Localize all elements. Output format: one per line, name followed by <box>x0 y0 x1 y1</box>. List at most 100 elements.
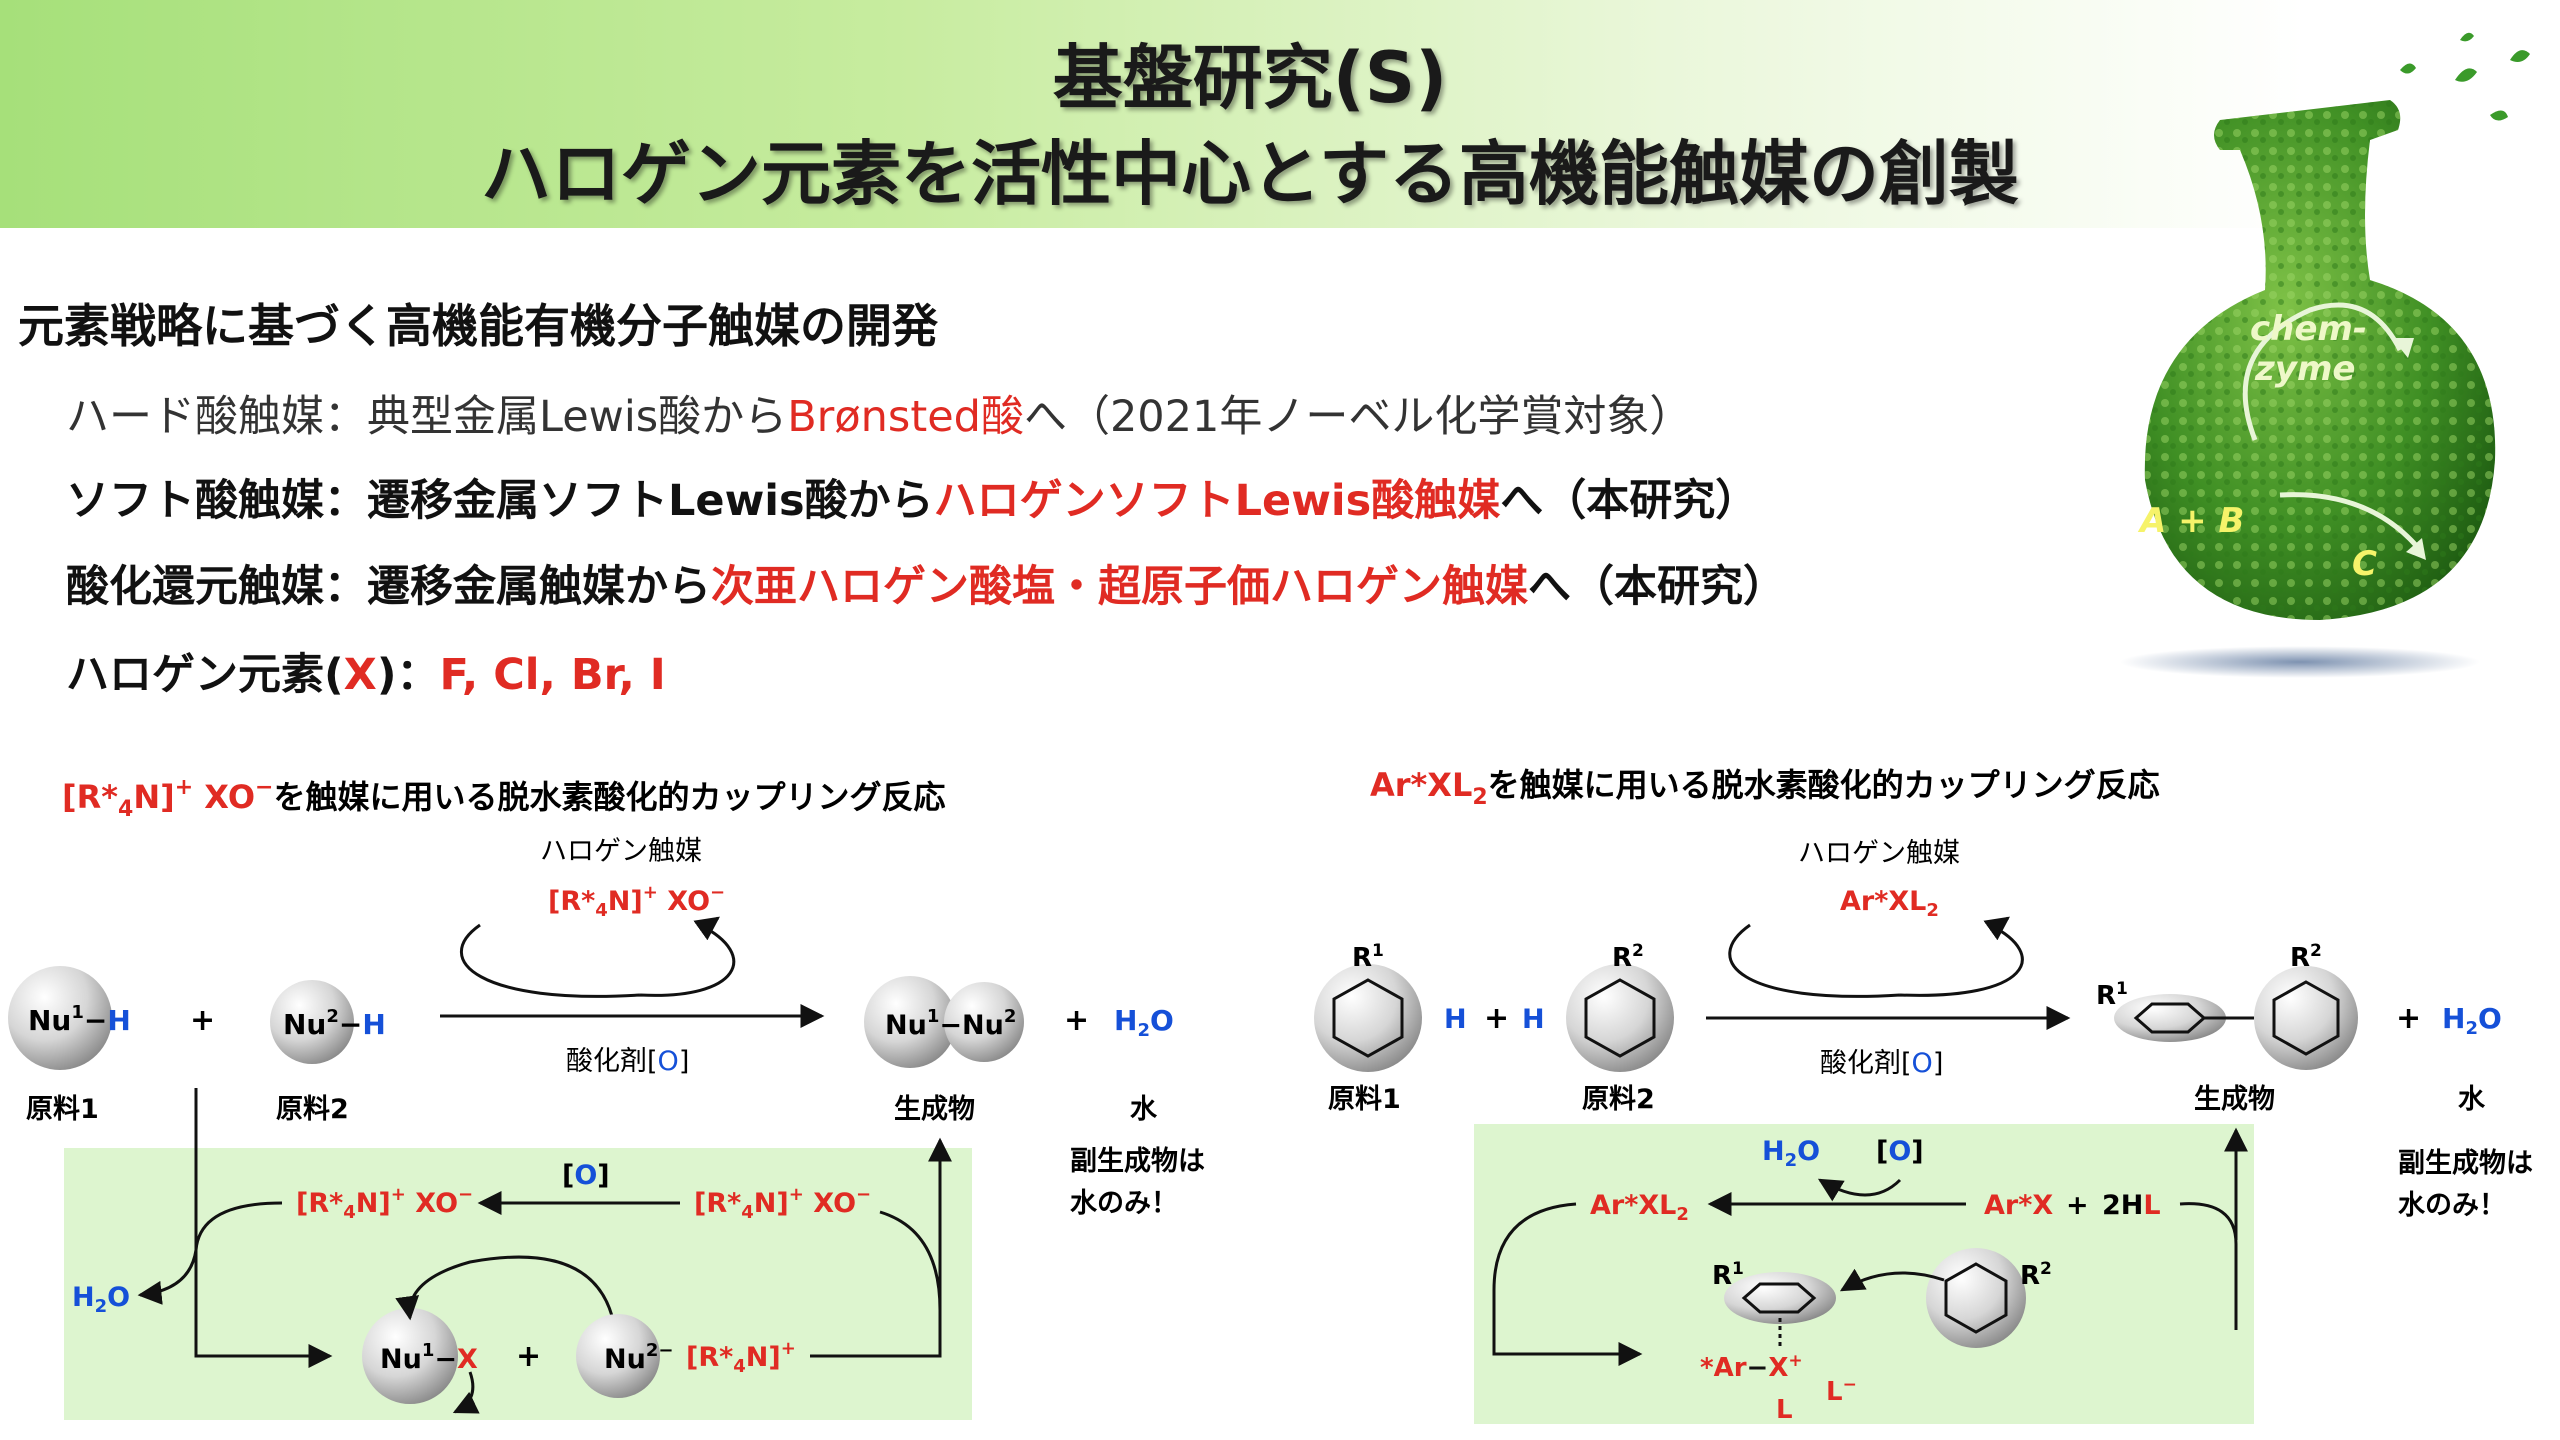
benzene-ring-icon <box>1584 978 1656 1058</box>
feed-line-right <box>810 1137 952 1358</box>
nu1-sphere <box>8 966 112 1070</box>
label-sm1: 原料1 <box>1328 1084 1401 1115</box>
green-flask-illustration: chem- zyme A + B C <box>2120 32 2530 678</box>
intermediate-nu2: Nu2− <box>604 1340 673 1375</box>
sm2-formula: Nu2−H <box>283 1006 386 1041</box>
text: )： <box>376 650 440 700</box>
cycle-catalyst-reduced: [R*4N]+ XO− <box>694 1184 871 1223</box>
arene2-r: R2 <box>1612 941 1644 973</box>
product-formula: Nu1−Nu2 <box>885 1006 1016 1041</box>
arene1-sphere <box>1314 964 1422 1072</box>
benzene-ring-icon <box>1944 1262 2008 1334</box>
oxidant-label: 酸化剤[O] <box>566 1046 689 1077</box>
oxidant-label: 酸化剤[O] <box>1820 1048 1943 1079</box>
catalyst-loop-arrowhead <box>693 916 720 941</box>
leaf-icon <box>2400 63 2416 74</box>
catalyst-loop-arrow <box>1728 923 2024 998</box>
flask-label-c: C <box>2352 544 2377 584</box>
intermediate-l-minus: L− <box>1826 1375 1857 1407</box>
benzene-ring-icon <box>2272 980 2340 1056</box>
product-sphere-1 <box>864 976 956 1068</box>
intermediate-l: L <box>1776 1395 1793 1425</box>
cycle-catalyst-oxidized: [R*4N]+ XO− <box>296 1184 473 1223</box>
cycle-catalyst: Ar*XL2 <box>1590 1190 1689 1225</box>
arene2-sphere <box>1566 964 1674 1072</box>
water-formula: H2O <box>1114 1004 1174 1041</box>
cycle-arrow-up <box>879 1210 942 1311</box>
plus-sign: + <box>2066 1190 2089 1221</box>
cycle-oxidant: [O] <box>1876 1136 1924 1167</box>
flask-label-chem: chem- <box>2250 309 2367 349</box>
cycle-arrow <box>2242 302 2403 441</box>
benzene-ring-icon <box>1332 978 1404 1058</box>
byproduct-line1: 副生成物は <box>2398 1148 2533 1179</box>
plus-sign: + <box>1484 1001 1509 1036</box>
intermediate-arene2-sphere <box>1926 1248 2026 1348</box>
plus-sign: + <box>2396 1001 2421 1036</box>
byproduct-line2: 水のみ！ <box>2398 1190 2506 1221</box>
byproduct-line1: 副生成物は <box>1070 1146 1205 1177</box>
cycle-arrow-left <box>1492 1202 1643 1366</box>
page-title-line2: ハロゲン元素を活性中心とする高機能触媒の創製 <box>481 133 2019 215</box>
section-subtitle: 元素戦略に基づく高機能有機分子触媒の開発 <box>18 299 938 353</box>
left-catalyst-formula: [R*4N]+ XO− <box>548 882 725 921</box>
text: へ（2021年ノーベル化学賞対象） <box>1023 392 1693 442</box>
cycle-arrow-up <box>2179 1202 2238 1330</box>
biaryl-r2: R2 <box>2290 941 2322 973</box>
flask-label-zyme: zyme <box>2254 349 2355 389</box>
text: ソフト酸触媒：遷移金属ソフトLewis酸から <box>66 476 934 526</box>
plus-sign: + <box>516 1339 541 1374</box>
intermediate-ammonium: [R*4N]+ <box>686 1338 796 1377</box>
cycle-oxidant: [O] <box>562 1160 610 1191</box>
left-cycle-panel <box>64 1148 972 1420</box>
label-sm2: 原料2 <box>276 1094 349 1125</box>
text: 酸化還元触媒：遷移金属触媒から <box>66 562 711 612</box>
intermediate-r1: R1 <box>1712 1259 1744 1291</box>
leaf-icon <box>2455 68 2477 82</box>
curved-arrow <box>1839 1268 1945 1292</box>
curved-arrow <box>395 1255 614 1321</box>
flask-shadow <box>2120 646 2480 678</box>
cycle-water: H2O <box>72 1282 130 1317</box>
highlight: X <box>343 650 377 700</box>
arrow-head <box>2392 338 2414 358</box>
biaryl-ring1-sphere <box>2114 994 2226 1042</box>
title-banner <box>0 0 2560 228</box>
left-scheme-heading: [R*4N]+ XO−を触媒に用いる脱水素酸化的カップリング反応 <box>62 775 945 822</box>
text: へ（本研究） <box>1528 562 1786 612</box>
curved-arrow <box>452 1371 480 1414</box>
label-sm1: 原料1 <box>26 1094 99 1125</box>
highlight: ハロゲンソフトLewis酸触媒 <box>933 476 1501 526</box>
catalyst-loop-arrow <box>459 923 736 998</box>
arene2-h: H <box>1522 1004 1545 1035</box>
feed-line-left <box>194 1088 333 1368</box>
cycle-arx: Ar*X <box>1984 1190 2053 1221</box>
sm1-formula: Nu1−H <box>28 1002 131 1037</box>
arene1-r: R1 <box>1352 941 1384 973</box>
label-water: 水 <box>1130 1094 1158 1125</box>
right-cycle-panel <box>1474 1124 2254 1424</box>
bullet-redox: 酸化還元触媒：遷移金属触媒から次亜ハロゲン酸塩・超原子価ハロゲン触媒へ（本研究） <box>66 552 1786 614</box>
intermediate-sphere-1 <box>362 1308 458 1404</box>
catalyst-loop-arrowhead <box>1983 916 2010 941</box>
text: ハード酸触媒：典型金属Lewis酸から <box>66 392 788 442</box>
leaf-icon <box>2460 32 2474 42</box>
highlight: 次亜ハロゲン酸塩・超原子価ハロゲン触媒 <box>711 562 1528 612</box>
highlight: F, Cl, Br, I <box>439 650 666 700</box>
intermediate-ar-x: *Ar−X+ <box>1700 1351 1803 1383</box>
intermediate-sphere-2 <box>576 1314 660 1398</box>
cycle-2hl: 2HL <box>2102 1190 2161 1221</box>
product-sphere-2 <box>944 982 1024 1062</box>
intermediate-nu1x: Nu1−X <box>380 1340 478 1375</box>
biaryl-ring2-sphere <box>2254 966 2358 1070</box>
left-catalyst-label: ハロゲン触媒 <box>540 836 702 867</box>
label-water: 水 <box>2458 1084 2486 1115</box>
page-title-line1: 基盤研究(S) <box>1052 37 1448 119</box>
intermediate-arene-sphere <box>1724 1272 1836 1324</box>
text: へ（本研究） <box>1500 476 1759 526</box>
highlight: Brønsted酸 <box>787 392 1024 442</box>
label-sm2: 原料2 <box>1582 1084 1655 1115</box>
flask-label-ab: A + B <box>2137 501 2244 541</box>
right-catalyst-label: ハロゲン触媒 <box>1798 838 1960 869</box>
